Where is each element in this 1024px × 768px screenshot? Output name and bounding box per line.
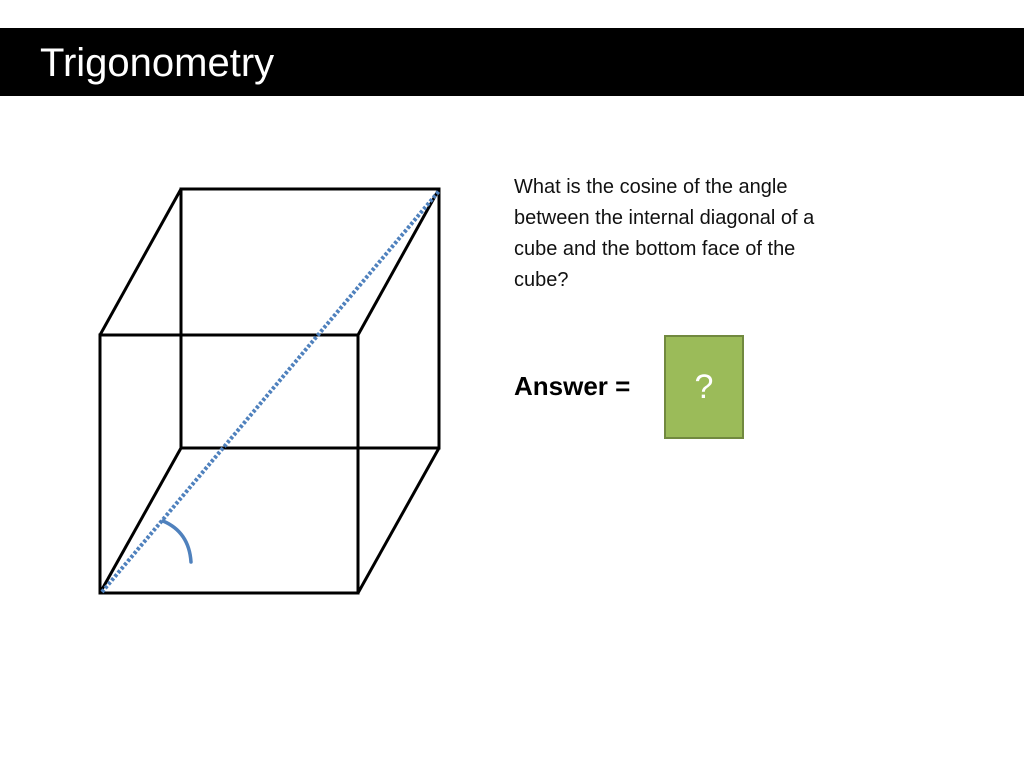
answer-label: Answer = bbox=[514, 371, 631, 401]
cube-edge-bottom-left bbox=[98, 447, 183, 594]
title-bar: Trigonometry bbox=[0, 28, 1024, 96]
question-text: What is the cosine of the angle between … bbox=[514, 176, 815, 291]
cube-back-face bbox=[179, 187, 441, 450]
answer-reveal-button[interactable]: ? bbox=[664, 335, 744, 439]
angle-arc bbox=[161, 519, 193, 564]
cube-edge-bottom-right bbox=[356, 447, 441, 594]
cube-edge-top-left bbox=[98, 188, 183, 336]
cube-front-face bbox=[98, 333, 360, 595]
cube-edge-top-right bbox=[356, 188, 441, 336]
slide-title: Trigonometry bbox=[40, 41, 275, 85]
internal-diagonal bbox=[100, 189, 441, 594]
